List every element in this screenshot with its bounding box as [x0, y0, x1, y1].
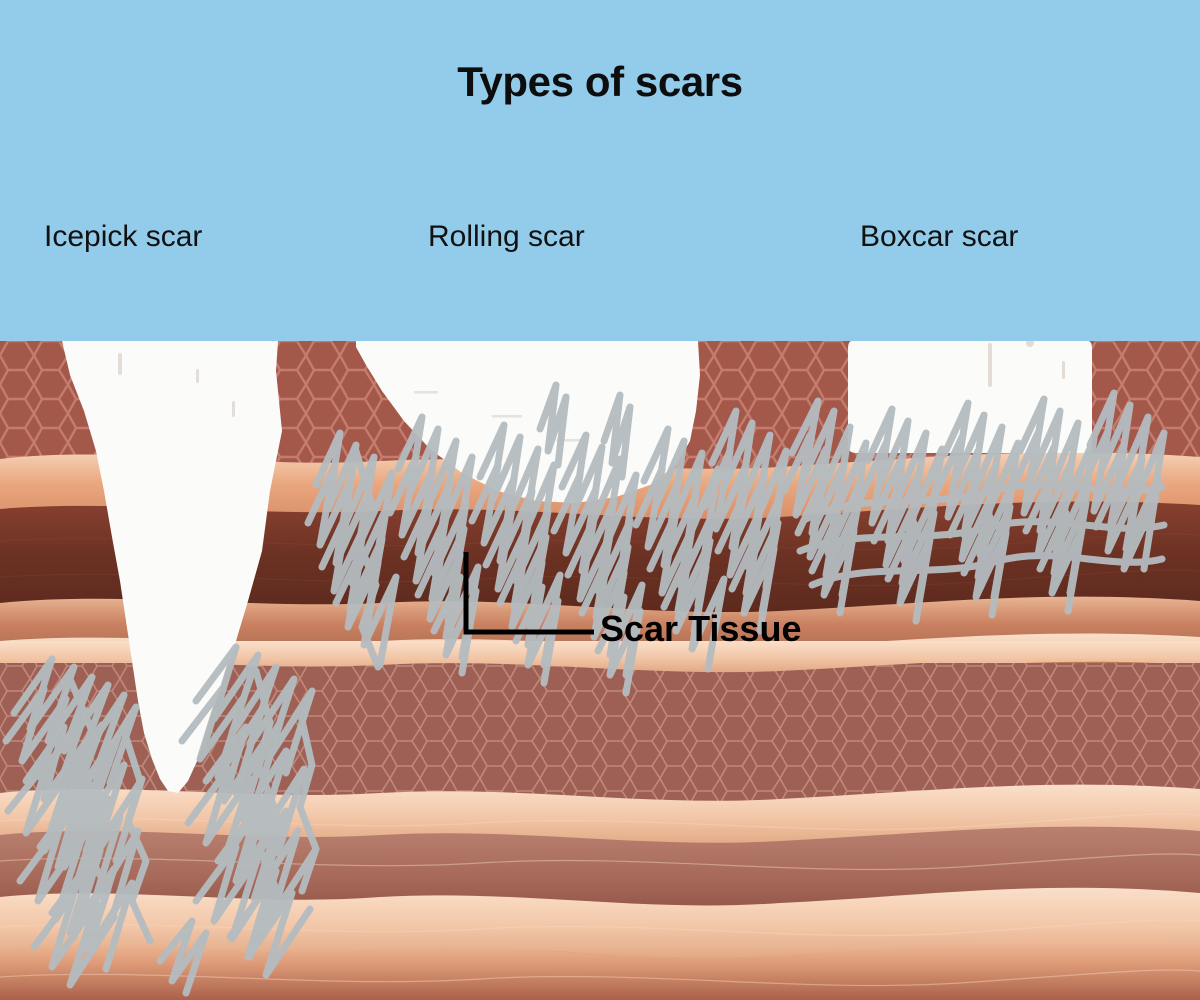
icepick-scar-cavity: [62, 341, 282, 793]
skin-layers-illustration: [0, 341, 1200, 1000]
scar-tissue-leader-line: [463, 552, 594, 635]
scar-tissue-scribbles: [2, 381, 1168, 997]
skin-cross-section: [0, 341, 1200, 1000]
scar-label-boxcar: Boxcar scar: [860, 220, 1019, 253]
page-title: Types of scars: [457, 58, 743, 105]
scar-tissue-annotation: Scar Tissue: [600, 608, 802, 649]
header-background: [0, 0, 1200, 341]
scar-label-icepick: Icepick scar: [44, 220, 203, 253]
scar-label-rolling: Rolling scar: [428, 220, 585, 253]
